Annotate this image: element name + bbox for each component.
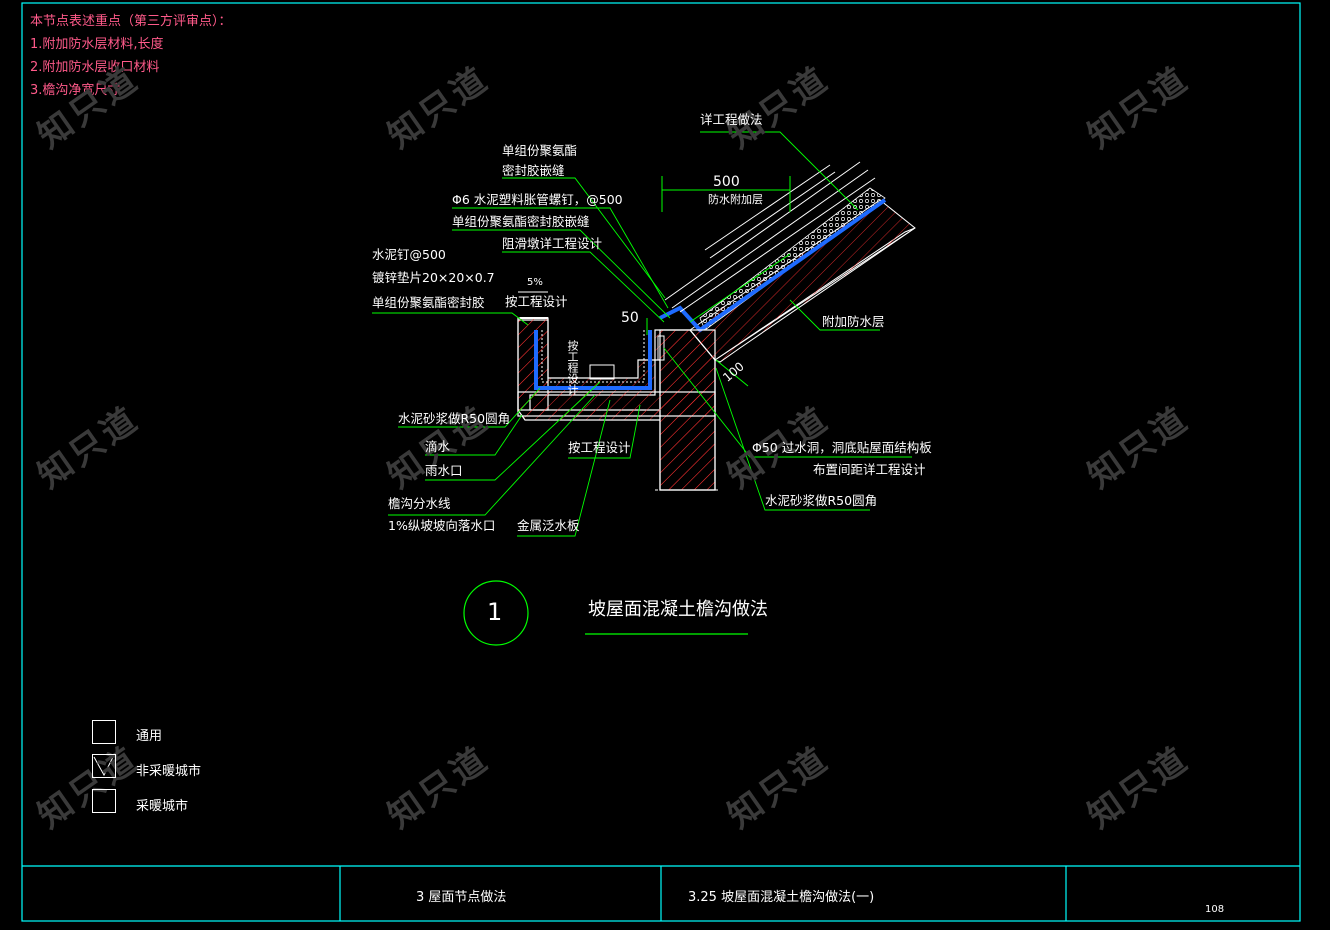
leader-mortar-r50-2 bbox=[715, 367, 870, 511]
gutter-insulation bbox=[541, 330, 645, 383]
roof-tile-line-4 bbox=[704, 164, 831, 251]
roof-tile-line-3 bbox=[679, 177, 876, 313]
label-detail-ref: 详工程做法 bbox=[700, 112, 763, 127]
label-per-design-2: 按工程设计 bbox=[568, 440, 631, 455]
leader-detail-ref bbox=[700, 131, 859, 211]
detail-number-circle bbox=[463, 580, 529, 646]
legend-checkbox-non-heating bbox=[92, 754, 116, 778]
label-drain-hole-1: Φ50 过水洞，洞底贴屋面结构板 bbox=[752, 440, 932, 455]
label-slope-5: 5% bbox=[527, 277, 543, 288]
label-galv-pad: 镀锌垫片20×20×0.7 bbox=[372, 270, 495, 285]
legend-checkbox-heating bbox=[92, 789, 116, 813]
dim-100-line bbox=[715, 359, 749, 387]
leader-anti-slip bbox=[502, 251, 665, 323]
roof-slab-body bbox=[689, 199, 916, 361]
dim-500: 500 bbox=[713, 174, 740, 190]
sloped-roof bbox=[659, 161, 916, 363]
leader-mortar-r50-1 bbox=[398, 387, 541, 428]
label-drip: 滴水 bbox=[425, 439, 451, 454]
label-pu-sealant-2: 密封胶嵌缝 bbox=[502, 163, 565, 178]
label-waterproof-add: 防水附加层 bbox=[708, 193, 763, 206]
leader-gutter-line bbox=[388, 394, 596, 516]
review-note-3: 3.檐沟净宽尺寸 bbox=[30, 83, 121, 98]
label-pu-sealant-3: 单组份聚氨酯密封胶 bbox=[372, 295, 485, 310]
label-cement-nail: 水泥钉@500 bbox=[372, 247, 446, 262]
label-rain-outlet: 雨水口 bbox=[425, 463, 463, 478]
roof-waterproof-layer bbox=[659, 198, 887, 333]
review-note-2: 2.附加防水层收口材料 bbox=[30, 60, 160, 75]
leader-pu-joint bbox=[452, 229, 671, 319]
legend-checkbox-general bbox=[92, 720, 116, 744]
label-pu-sealant-1: 单组份聚氨酯 bbox=[502, 143, 578, 158]
roof-tile-line-5 bbox=[709, 171, 836, 259]
leader-sealant bbox=[372, 312, 529, 326]
detail-number: 1 bbox=[487, 598, 503, 626]
title-block-section: 3.25 坡屋面混凝土檐沟做法(一) bbox=[688, 890, 875, 905]
legend-label-non-heating: 非采暖城市 bbox=[136, 764, 202, 779]
leader-extra-waterproof bbox=[789, 299, 880, 331]
leader-per-design-2 bbox=[568, 404, 641, 459]
label-metal-flashing: 金属泛水板 bbox=[517, 518, 580, 533]
leader-lines bbox=[372, 131, 912, 537]
title-block-page: 108 bbox=[1205, 904, 1225, 915]
legend-check-mark bbox=[93, 754, 115, 777]
detail-title: 坡屋面混凝土檐沟做法 bbox=[588, 599, 768, 620]
roof-tile-line-2 bbox=[671, 169, 869, 309]
legend-label-general: 通用 bbox=[136, 729, 163, 744]
dim-50: 50 bbox=[621, 310, 639, 326]
label-per-design-1: 按工程设计 bbox=[505, 294, 568, 309]
concrete-gutter bbox=[517, 291, 720, 491]
leader-anchor-bolt bbox=[452, 207, 669, 309]
leader-drip bbox=[425, 414, 523, 456]
roof-tile-line-1 bbox=[664, 161, 861, 301]
label-pu-sealant-joint: 单组份聚氨酯密封胶嵌缝 bbox=[452, 214, 590, 229]
label-extra-waterproof: 附加防水层 bbox=[822, 314, 885, 329]
label-drain-hole-2: 布置间距详工程设计 bbox=[813, 462, 926, 477]
label-anti-slip: 阻滑墩详工程设计 bbox=[502, 236, 603, 251]
label-mortar-r50-2: 水泥砂浆做R50圆角 bbox=[765, 493, 878, 508]
label-gutter-line: 檐沟分水线 bbox=[388, 496, 451, 511]
review-note-heading: 本节点表述重点（第三方评审点）： bbox=[30, 14, 232, 29]
dimensions bbox=[646, 176, 791, 387]
label-mortar-r50-1: 水泥砂浆做R50圆角 bbox=[398, 411, 511, 426]
roof-extra-waterproof bbox=[689, 253, 791, 323]
legend-label-heating: 采暖城市 bbox=[136, 799, 189, 814]
title-block-chapter: 3 屋面节点做法 bbox=[416, 890, 507, 905]
label-slope-1: 1%纵坡坡向落水口 bbox=[388, 518, 496, 533]
gutter-base bbox=[517, 391, 716, 417]
review-note-1: 1.附加防水层材料,长度 bbox=[30, 37, 164, 52]
label-anchor-bolt: Φ6 水泥塑料胀管螺钉，@500 bbox=[452, 192, 623, 207]
label-vertical-design: 按工程设计 bbox=[566, 340, 579, 395]
leader-pu-sealant bbox=[502, 177, 666, 299]
rain-outlet-grate bbox=[589, 364, 615, 380]
leader-metal-flashing bbox=[517, 399, 611, 537]
leader-rain-outlet bbox=[425, 381, 601, 481]
leader-drain-hole bbox=[663, 347, 912, 458]
